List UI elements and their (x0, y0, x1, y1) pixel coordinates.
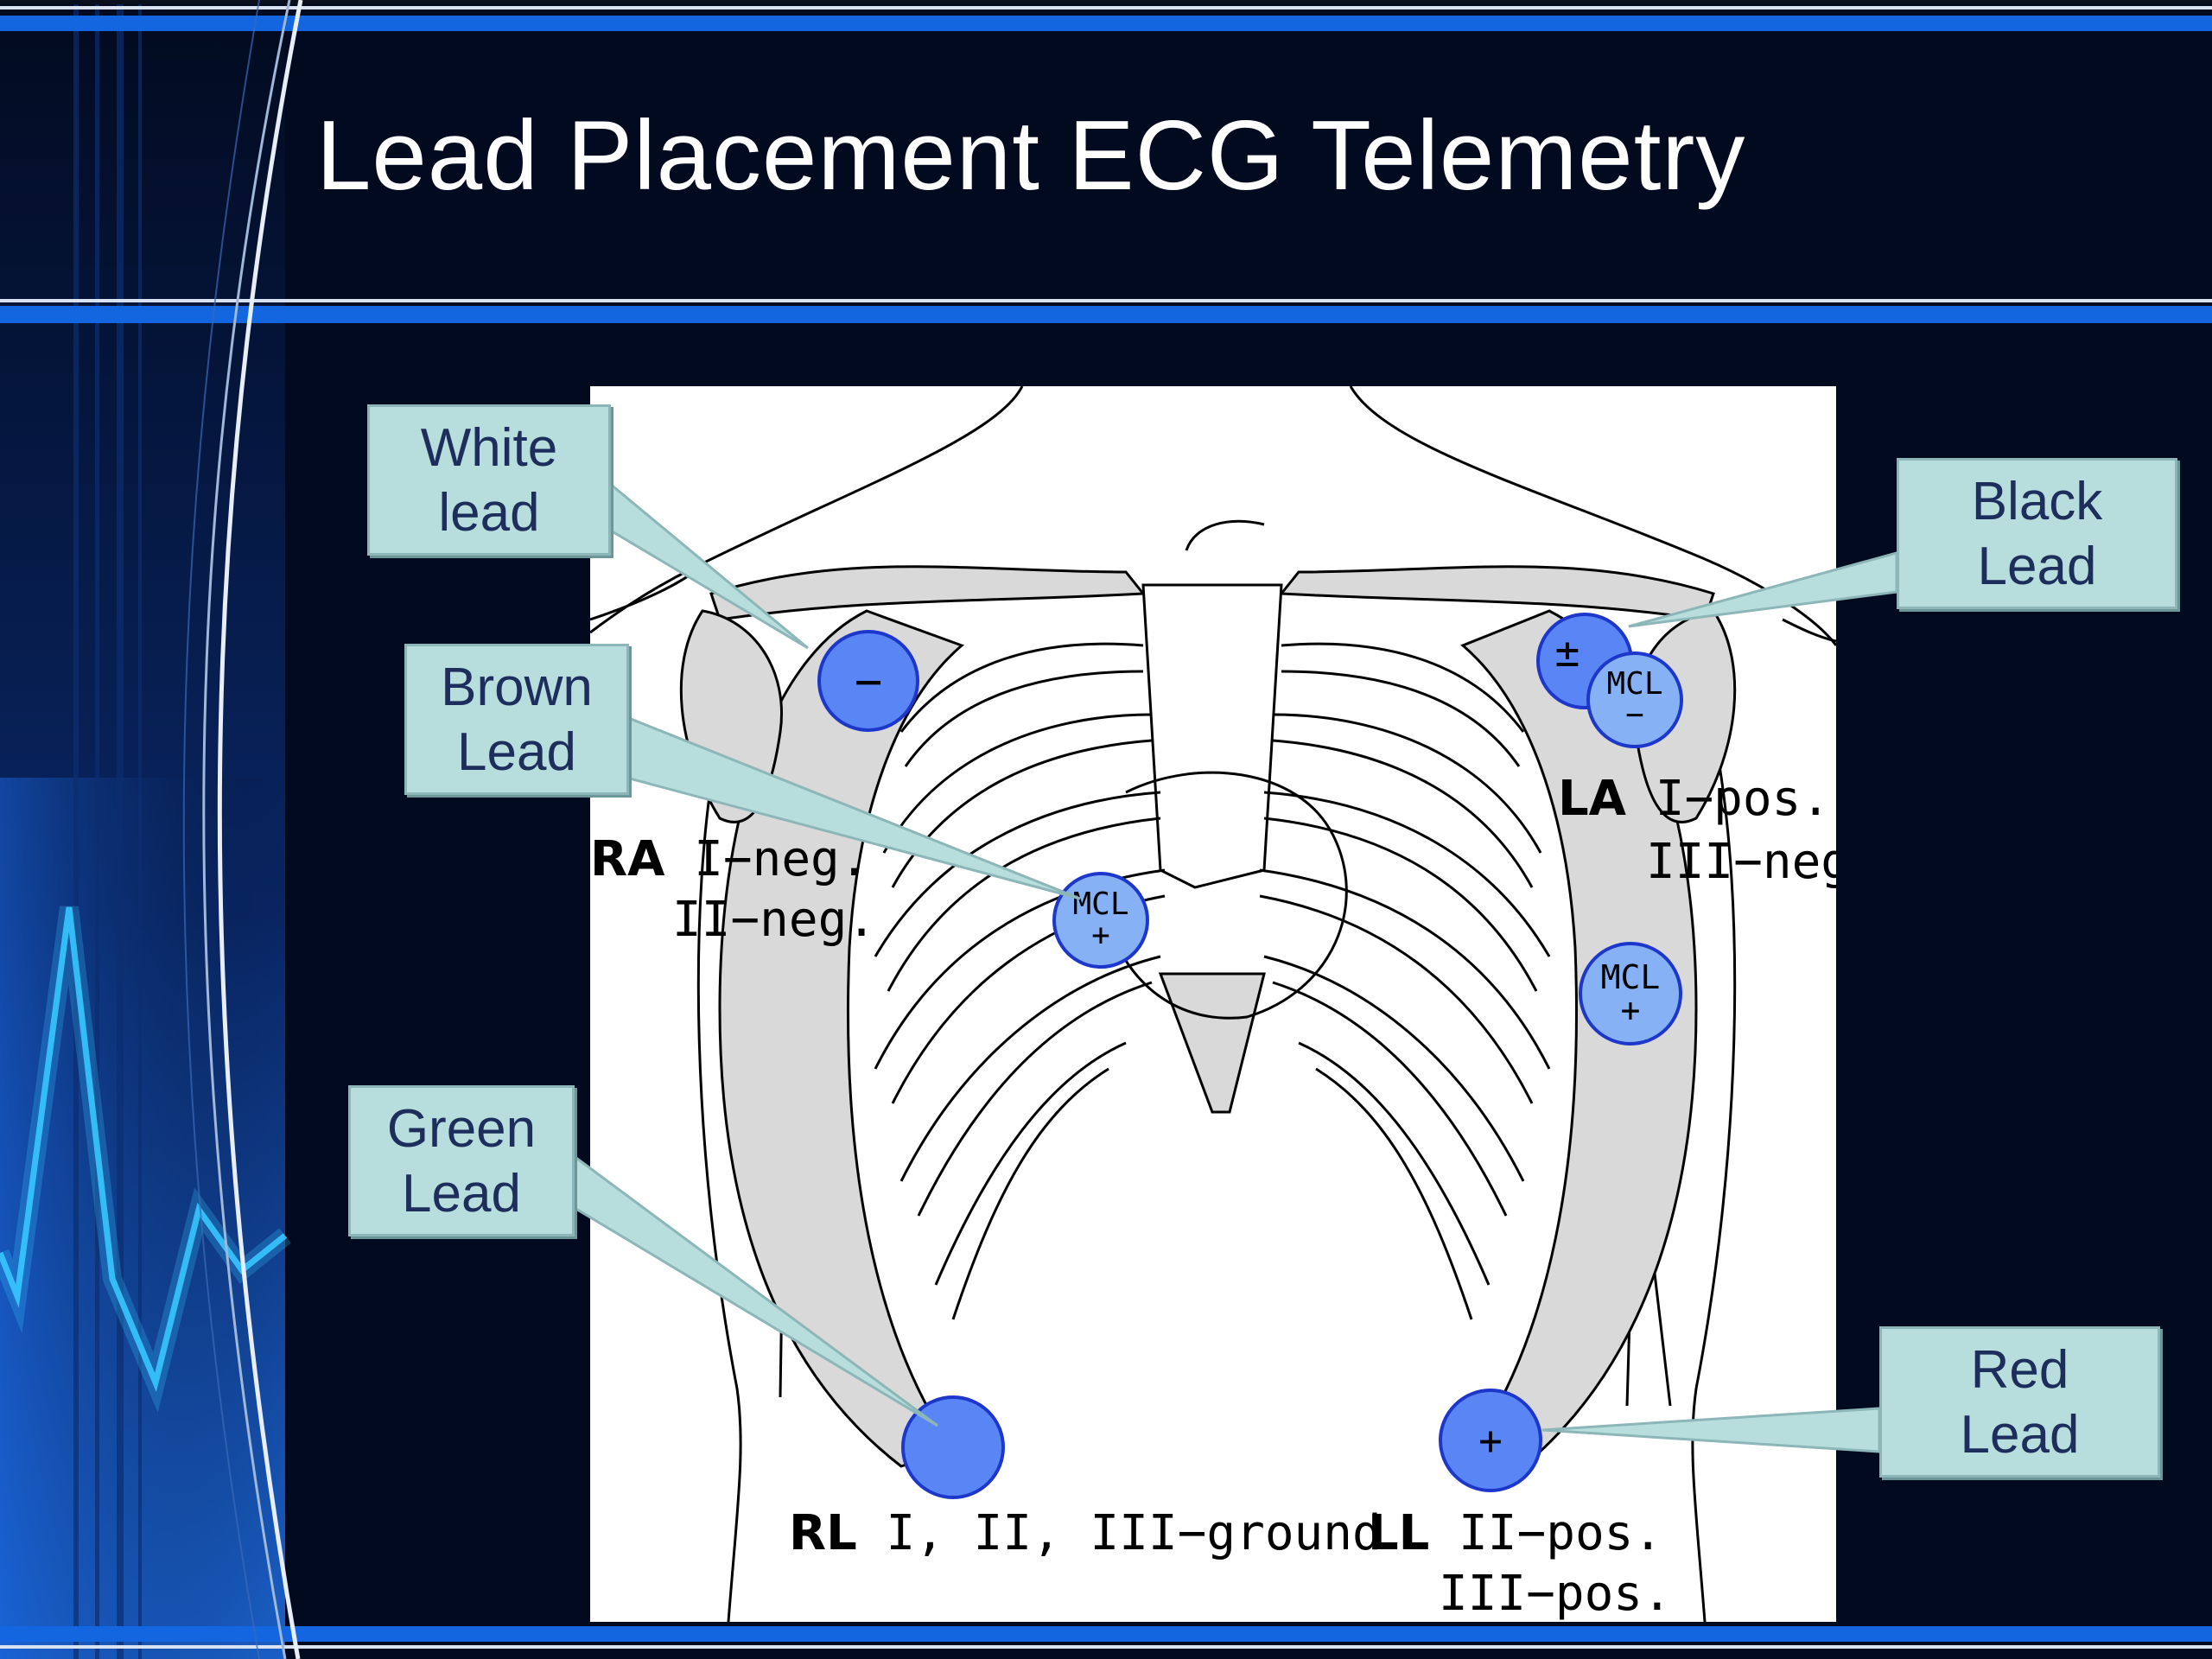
callout-green-line2: Lead (402, 1163, 521, 1224)
label-ra-line2: II−neg. (672, 892, 877, 948)
callout-white-lead: White lead (367, 404, 611, 556)
electrode-rl (901, 1395, 1005, 1499)
label-ll: LL II−pos. (1368, 1505, 1662, 1561)
callout-brown-line1: Brown (441, 657, 593, 717)
slide-title: Lead Placement ECG Telemetry (316, 101, 1746, 211)
electrode-ll: + (1439, 1389, 1542, 1492)
label-ll-name: LL (1368, 1505, 1430, 1561)
callout-red-line1: Red (1970, 1339, 2069, 1400)
callout-red-lead: Red Lead (1879, 1326, 2160, 1478)
electrode-ll-sign: + (1478, 1417, 1503, 1464)
label-la: LA I−pos. (1558, 771, 1830, 827)
label-ll-line1: II−pos. (1459, 1505, 1663, 1561)
callout-white-line1: White (420, 417, 558, 478)
callout-red-line2: Lead (1960, 1404, 2080, 1465)
electrode-mcl-right-label: MCL (1600, 958, 1661, 996)
callout-green-lead: Green Lead (348, 1085, 575, 1236)
callout-black-line1: Black (1971, 471, 2103, 531)
callout-black-lead: Black Lead (1897, 458, 2177, 609)
electrode-mcl-la-sign: − (1625, 697, 1644, 733)
electrode-mcl-la: MCL − (1586, 652, 1683, 748)
electrode-la-sign: ± (1554, 628, 1580, 677)
callout-brown-lead: Brown Lead (404, 644, 629, 795)
label-ra-name: RA (590, 831, 665, 887)
callout-green-line1: Green (386, 1098, 537, 1159)
electrode-mcl-brown-sign: + (1091, 918, 1110, 953)
electrode-mcl-right-sign: + (1620, 991, 1641, 1029)
electrode-mcl-brown: MCL + (1052, 872, 1149, 969)
label-la-line2: III−neg. (1646, 834, 1836, 890)
callout-brown-line2: Lead (457, 721, 576, 782)
label-ra: RA I−neg. (590, 831, 868, 887)
electrode-ra: − (817, 630, 919, 732)
chest-diagram: − ± MCL − MCL + MCL + + RA I−neg. II−neg… (590, 386, 1836, 1622)
callout-black-line2: Lead (1977, 536, 2097, 596)
callout-white-line2: lead (438, 482, 540, 543)
electrode-ra-sign: − (854, 653, 883, 709)
label-rl-line1: I, II, III−ground (886, 1505, 1382, 1561)
label-rl: RL I, II, III−ground (789, 1505, 1382, 1561)
electrode-mcl-brown-label: MCL (1072, 887, 1129, 922)
label-ra-line1: I−neg. (694, 831, 869, 887)
label-la-line1: I−pos. (1655, 771, 1831, 827)
label-la-name: LA (1558, 771, 1627, 827)
electrode-mcl-right: MCL + (1579, 942, 1682, 1046)
electrode-mcl-la-label: MCL (1606, 666, 1663, 702)
label-ll-line2: III−pos. (1439, 1566, 1672, 1622)
label-rl-name: RL (789, 1505, 857, 1561)
